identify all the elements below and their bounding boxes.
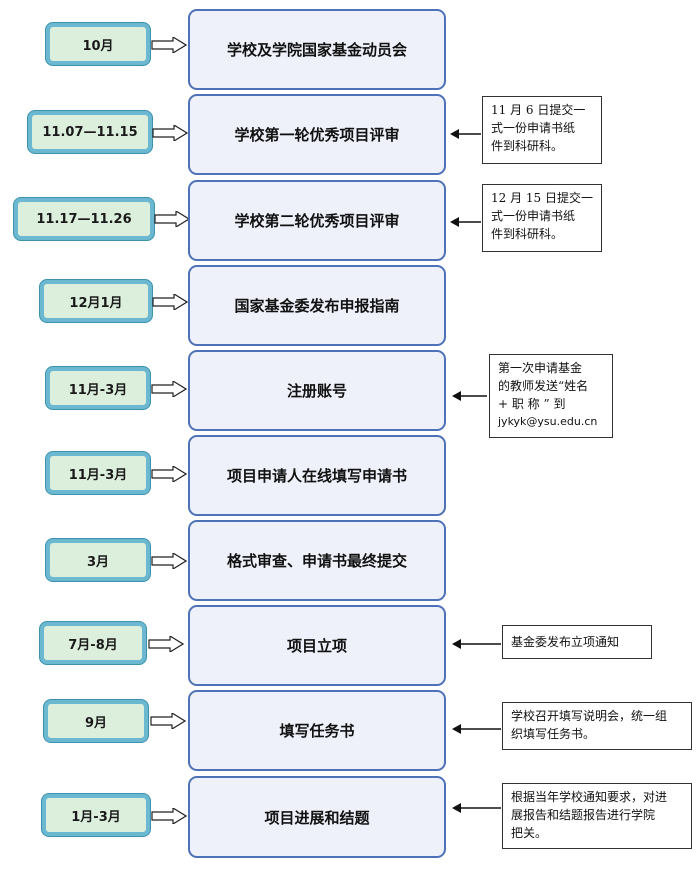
- note-line: 把关。: [511, 826, 548, 840]
- note-line: 基金委发布立项通知: [511, 635, 620, 649]
- right-arrow-icon: [152, 125, 188, 141]
- note-line: 式一份申请书纸: [491, 209, 576, 223]
- date-box: 9月: [44, 700, 148, 742]
- date-box: 11月-3月: [46, 367, 150, 409]
- note-line: 学校召开填写说明会，统一组: [511, 709, 668, 723]
- left-arrow-icon: [452, 391, 487, 401]
- left-arrow-icon: [452, 639, 501, 649]
- date-label: 11.17—11.26: [36, 211, 132, 227]
- date-box: 11月-3月: [46, 452, 150, 494]
- right-arrow-icon: [151, 466, 187, 482]
- note-line: 11 月 6 日提交一: [491, 103, 586, 117]
- date-box: 7月-8月: [40, 622, 146, 664]
- note-line: 式一份申请书纸: [491, 121, 576, 135]
- right-arrow-icon: [151, 553, 187, 569]
- step-label: 学校第二轮优秀项目评审: [234, 212, 400, 230]
- date-label: 1月-3月: [71, 809, 121, 825]
- note-box: 基金委发布立项通知: [502, 625, 652, 659]
- step-box: 格式审查、申请书最终提交: [188, 520, 446, 601]
- note-line: 第一次申请基金: [498, 361, 583, 375]
- step-box: 学校及学院国家基金动员会: [188, 9, 446, 90]
- date-label: 3月: [86, 554, 110, 570]
- step-label: 学校及学院国家基金动员会: [226, 41, 407, 59]
- date-box: 11.07—11.15: [28, 111, 152, 153]
- step-label: 国家基金委发布申报指南: [234, 297, 400, 315]
- left-arrow-icon: [452, 724, 501, 734]
- date-box: 3月: [46, 539, 150, 581]
- note-line: 12 月 15 日提交一: [491, 191, 593, 205]
- step-box: 项目立项: [188, 605, 446, 686]
- note-line: 件到科研科。: [491, 227, 564, 241]
- right-arrow-icon: [151, 808, 187, 824]
- date-label: 9月: [84, 715, 108, 731]
- date-label: 11.07—11.15: [42, 124, 138, 140]
- step-label: 学校第一轮优秀项目评审: [234, 126, 400, 144]
- step-box: 学校第一轮优秀项目评审: [188, 94, 446, 175]
- right-arrow-icon: [154, 211, 190, 227]
- step-box: 项目申请人在线填写申请书: [188, 435, 446, 516]
- note-line: 展报告和结题报告进行学院: [511, 808, 656, 822]
- step-label: 项目申请人在线填写申请书: [226, 467, 407, 485]
- right-arrow-icon: [150, 713, 186, 729]
- note-box: 根据当年学校通知要求，对进 展报告和结题报告进行学院 把关。: [502, 783, 692, 849]
- step-label: 填写任务书: [279, 722, 355, 740]
- right-arrow-icon: [148, 636, 184, 652]
- note-line: jykyk@ysu.edu.cn: [498, 415, 598, 428]
- note-line: 的教师发送“姓名: [498, 379, 589, 393]
- right-arrow-icon: [151, 37, 187, 53]
- note-line: 根据当年学校通知要求，对进: [511, 790, 668, 804]
- note-line: 件到科研科。: [491, 139, 564, 153]
- date-box: 12月1月: [40, 280, 152, 322]
- note-box: 12 月 15 日提交一 式一份申请书纸 件到科研科。: [482, 184, 602, 252]
- step-box: 国家基金委发布申报指南: [188, 265, 446, 346]
- date-box: 11.17—11.26: [14, 198, 154, 240]
- step-box: 学校第二轮优秀项目评审: [188, 180, 446, 261]
- note-line: + 职 称 ” 到: [498, 397, 566, 411]
- date-label: 10月: [82, 38, 114, 54]
- step-label: 注册账号: [286, 382, 347, 400]
- note-box: 学校召开填写说明会，统一组 织填写任务书。: [502, 702, 692, 750]
- left-arrow-icon: [452, 803, 501, 813]
- step-label: 项目立项: [286, 637, 347, 655]
- right-arrow-icon: [151, 381, 187, 397]
- date-label: 11月-3月: [68, 382, 128, 398]
- date-label: 12月1月: [69, 295, 123, 311]
- step-box: 注册账号: [188, 350, 446, 431]
- note-box: 第一次申请基金 的教师发送“姓名 + 职 称 ” 到 jykyk@ysu.edu…: [489, 354, 613, 438]
- right-arrow-icon: [152, 294, 188, 310]
- note-box: 11 月 6 日提交一 式一份申请书纸 件到科研科。: [482, 96, 602, 164]
- left-arrow-icon: [450, 217, 481, 227]
- date-box: 10月: [46, 23, 150, 65]
- step-label: 项目进展和结题: [264, 808, 370, 827]
- step-box: 填写任务书: [188, 690, 446, 771]
- left-arrow-icon: [450, 129, 481, 139]
- date-label: 7月-8月: [68, 637, 118, 653]
- step-label: 格式审查、申请书最终提交: [226, 552, 407, 570]
- date-box: 1月-3月: [42, 794, 150, 836]
- date-label: 11月-3月: [68, 467, 128, 483]
- note-line: 织填写任务书。: [511, 727, 596, 741]
- step-box: 项目进展和结题: [188, 776, 446, 858]
